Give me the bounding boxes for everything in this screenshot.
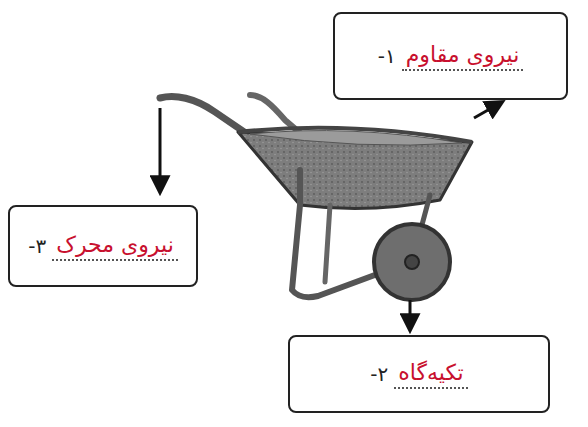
leg bbox=[325, 205, 330, 282]
answer-box: ۲-تکیه‌گاه bbox=[288, 335, 550, 413]
fulcrum-arrow bbox=[409, 300, 412, 330]
wheel-hub bbox=[405, 255, 419, 269]
answer-box: ۱-نیروی مقاوم bbox=[333, 12, 568, 100]
answer-text: نیروی محرک bbox=[52, 232, 178, 261]
tray-inside bbox=[250, 131, 462, 146]
answer-text: تکیه‌گاه bbox=[394, 360, 467, 389]
effort-arrow bbox=[159, 108, 162, 192]
callout-number: ۲- bbox=[370, 362, 388, 386]
resistance-arrow bbox=[474, 102, 502, 118]
answer-box: ۳-نیروی محرک bbox=[8, 205, 198, 287]
callout-number: ۱- bbox=[378, 44, 396, 68]
callout-number: ۳- bbox=[28, 234, 46, 258]
wheel bbox=[374, 224, 450, 300]
answer-text: نیروی مقاوم bbox=[402, 42, 524, 71]
